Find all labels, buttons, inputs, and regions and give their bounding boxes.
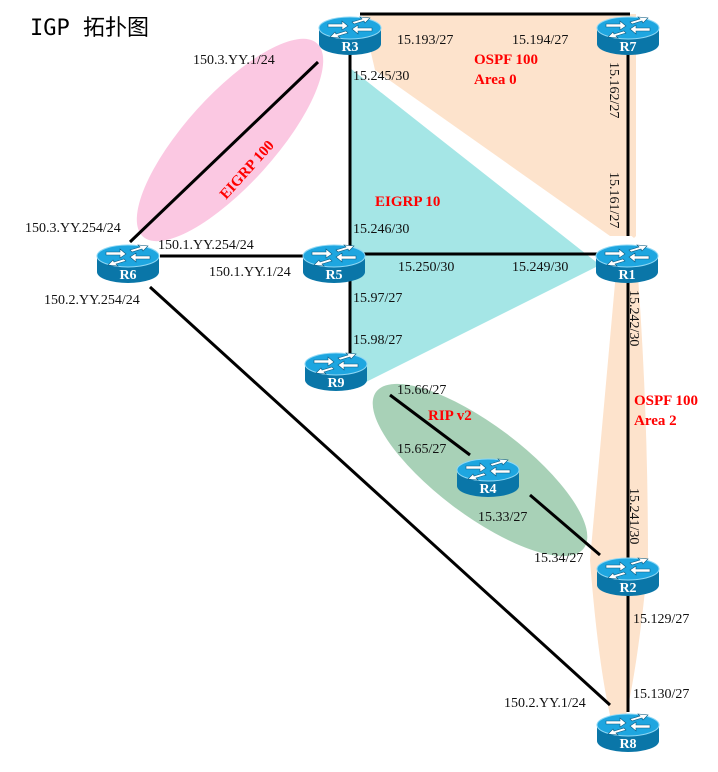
ip-r5-r1-b: 15.249/30: [512, 260, 568, 275]
ip-r3-r6-a: 150.3.YY.1/24: [193, 53, 275, 68]
link-r3-r6: [128, 60, 320, 244]
ospf-area2-label-line1: OSPF 100: [634, 393, 698, 409]
router-r9[interactable]: R9: [304, 352, 368, 392]
router-label: R3: [341, 40, 358, 55]
links-layer: [128, 12, 630, 712]
router-label: R5: [325, 268, 342, 283]
ospf-area0-label-line2: Area 0: [474, 72, 517, 88]
ip-r6-r8-a: 150.2.YY.254/24: [44, 293, 140, 308]
ip-r5-r1-a: 15.250/30: [398, 260, 454, 275]
ripv2-label: RIP v2: [428, 408, 472, 424]
router-r2[interactable]: R2: [596, 557, 660, 597]
router-label: R1: [618, 268, 635, 283]
ip-r4-r2-b: 15.34/27: [534, 551, 583, 566]
router-label: R4: [479, 482, 496, 497]
ip-r3-r7-b: 15.194/27: [512, 33, 568, 48]
ospf-area0-label-line1: OSPF 100: [474, 52, 538, 68]
ip-r9-r4-b: 15.65/27: [397, 442, 446, 457]
ip-r9-r4-a: 15.66/27: [397, 383, 446, 398]
router-r5[interactable]: R5: [302, 244, 366, 284]
router-label: R8: [619, 737, 636, 752]
ip-r5-r9-a: 15.97/27: [353, 291, 402, 306]
ip-r4-r2-a: 15.33/27: [478, 510, 527, 525]
diagram-title: IGP 拓扑图: [30, 16, 149, 41]
router-label: R7: [619, 40, 636, 55]
eigrp10-label: EIGRP 10: [375, 194, 440, 210]
ip-r7-r1-b: 15.161/27: [606, 172, 621, 228]
ip-r3-r5-b: 15.246/30: [353, 222, 409, 237]
router-r7[interactable]: R7: [596, 16, 660, 56]
link-r9-r4: [389, 393, 471, 457]
ospf-area0-region-fill: [362, 14, 636, 236]
ip-r7-r1-a: 15.162/27: [606, 62, 621, 118]
ip-r1-r2-b: 15.241/30: [626, 488, 641, 544]
ip-r3-r6-b: 150.3.YY.254/24: [25, 221, 121, 236]
ip-r3-r5-a: 15.245/30: [353, 69, 409, 84]
router-r1[interactable]: R1: [595, 244, 659, 284]
router-r6[interactable]: R6: [96, 244, 160, 284]
eigrp10-region: [350, 68, 600, 390]
ip-r6-r8-b: 150.2.YY.1/24: [504, 696, 586, 711]
router-r8[interactable]: R8: [596, 713, 660, 753]
ip-r2-r8-a: 15.129/27: [633, 612, 689, 627]
router-r3[interactable]: R3: [318, 16, 382, 56]
ip-r2-r8-b: 15.130/27: [633, 687, 689, 702]
ip-r6-r5-a: 150.1.YY.254/24: [158, 238, 254, 253]
router-label: R2: [619, 581, 636, 596]
ospf-area2-label-line2: Area 2: [634, 413, 677, 429]
ospf-area2-region: [590, 250, 648, 745]
ip-r3-r7-a: 15.193/27: [397, 33, 453, 48]
router-label: R6: [119, 268, 136, 283]
router-label: R9: [327, 376, 344, 391]
link-r6-r8: [148, 285, 612, 707]
ip-r1-r2-a: 15.242/30: [626, 290, 641, 346]
ip-r5-r9-b: 15.98/27: [353, 333, 402, 348]
router-r4[interactable]: R4: [456, 458, 520, 498]
link-r4-r2: [529, 493, 601, 557]
ip-r6-r5-b: 150.1.YY.1/24: [209, 265, 291, 280]
